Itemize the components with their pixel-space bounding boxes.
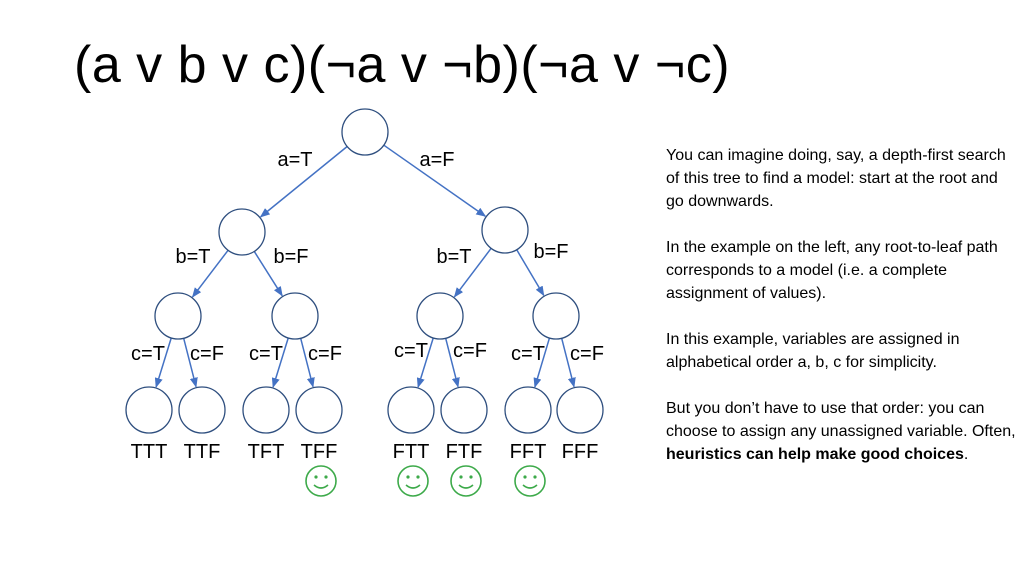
leaf-label: TTF bbox=[184, 441, 221, 463]
note-paragraph-order: In this example, variables are assigned … bbox=[666, 331, 960, 371]
tree-node-leaf bbox=[556, 386, 604, 434]
tree-node-level-2 bbox=[416, 292, 464, 340]
edge-c-false bbox=[299, 338, 315, 388]
edge-c-false bbox=[182, 338, 198, 388]
edge-label-l2-0-right: c=F bbox=[190, 343, 224, 365]
note-paragraph-depth-first: You can imagine doing, say, a depth-firs… bbox=[666, 147, 1006, 210]
edge-a-true bbox=[259, 145, 348, 218]
edge-c-true bbox=[154, 337, 172, 389]
tree-node-leaf bbox=[295, 386, 343, 434]
edge-b-false bbox=[253, 251, 283, 297]
note-paragraph-root-to-leaf: In the example on the left, any root-to-… bbox=[666, 239, 998, 302]
leaf-label: TTT bbox=[131, 441, 168, 463]
edge-c-false bbox=[444, 338, 460, 388]
note-heuristics-bold: heuristics can help make good choices bbox=[666, 446, 964, 463]
explanation-text: You can imagine doing, say, a depth-firs… bbox=[666, 144, 1018, 466]
edge-b-true bbox=[453, 247, 492, 298]
slide-title: (a v b v c)(¬a v ¬b)(¬a v ¬c) bbox=[74, 36, 731, 94]
tree-node-root bbox=[341, 108, 389, 156]
tree-node-leaf bbox=[440, 386, 488, 434]
smiley-face-icon bbox=[305, 465, 337, 497]
tree-node-level-2 bbox=[271, 292, 319, 340]
leaf-label: TFF bbox=[301, 441, 338, 463]
edge-label-l2-0-left: c=T bbox=[131, 343, 165, 365]
smiley-face-icon bbox=[397, 465, 429, 497]
edge-c-true bbox=[416, 337, 434, 389]
leaf-label: FTT bbox=[393, 441, 430, 463]
tree-node-level-1 bbox=[218, 208, 266, 256]
edge-label-l1-left-left: b=T bbox=[175, 246, 210, 268]
edge-label-l1-right-right: b=F bbox=[533, 241, 568, 263]
edge-label-l1-right-left: b=T bbox=[436, 246, 471, 268]
tree-node-level-1 bbox=[481, 206, 529, 254]
edge-a-false bbox=[383, 144, 487, 217]
tree-node-level-2 bbox=[532, 292, 580, 340]
edge-label-root-left: a=T bbox=[277, 149, 312, 171]
tree-node-leaf bbox=[125, 386, 173, 434]
leaf-label: FTF bbox=[446, 441, 483, 463]
edge-b-false bbox=[516, 249, 545, 297]
note-heuristics-end: . bbox=[963, 446, 969, 463]
edge-label-l2-1-left: c=T bbox=[249, 343, 283, 365]
tree-node-level-2 bbox=[154, 292, 202, 340]
edge-c-true bbox=[271, 337, 289, 389]
edge-label-l2-3-right: c=F bbox=[570, 343, 604, 365]
tree-node-leaf bbox=[178, 386, 226, 434]
tree-node-leaf bbox=[387, 386, 435, 434]
note-heuristics-start: But you don’t have to use that order: yo… bbox=[666, 400, 1016, 440]
tree-node-leaf bbox=[242, 386, 290, 434]
edge-label-l1-left-right: b=F bbox=[273, 246, 308, 268]
smiley-face-icon bbox=[514, 465, 546, 497]
edge-label-l2-2-right: c=F bbox=[453, 340, 487, 362]
edge-label-l2-3-left: c=T bbox=[511, 343, 545, 365]
edge-label-root-right: a=F bbox=[419, 149, 454, 171]
note-paragraph-heuristics: But you don’t have to use that order: yo… bbox=[666, 397, 1018, 466]
edge-label-l2-1-right: c=F bbox=[308, 343, 342, 365]
edge-b-true bbox=[191, 249, 229, 298]
tree-node-leaf bbox=[504, 386, 552, 434]
edge-label-l2-2-left: c=T bbox=[394, 340, 428, 362]
leaf-label: FFT bbox=[510, 441, 547, 463]
edge-c-false bbox=[560, 338, 576, 388]
edge-c-true bbox=[533, 337, 551, 388]
leaf-label: FFF bbox=[562, 441, 599, 463]
leaf-label: TFT bbox=[248, 441, 285, 463]
smiley-face-icon bbox=[450, 465, 482, 497]
